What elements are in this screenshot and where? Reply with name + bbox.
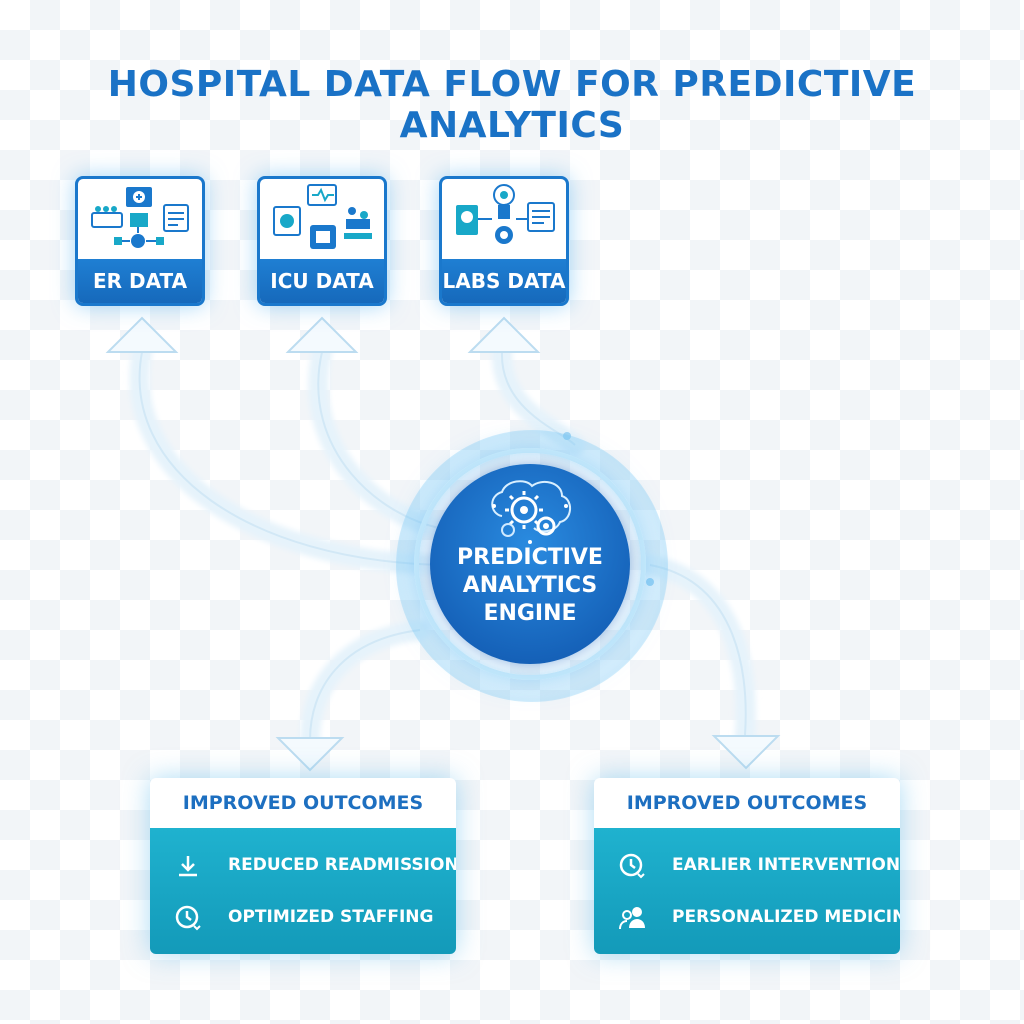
arrowhead-out-left bbox=[275, 737, 345, 772]
outcome-item: REDUCED READMISSIONS bbox=[174, 850, 456, 882]
outcome-item-label: OPTIMIZED STAFFING bbox=[228, 907, 434, 927]
outcome-item: OPTIMIZED STAFFING bbox=[174, 902, 454, 934]
arrowhead-er bbox=[105, 316, 179, 353]
clock-icon bbox=[619, 853, 645, 879]
source-card-labs[interactable]: LABS DATA bbox=[439, 176, 569, 306]
clock-icon bbox=[175, 905, 201, 931]
outcome-heading: IMPROVED OUTCOMES bbox=[182, 792, 424, 814]
outcome-card-left: IMPROVED OUTCOMES REDUCED READMISSIONS O… bbox=[150, 778, 456, 954]
source-card-icu[interactable]: ICU DATA bbox=[257, 176, 387, 306]
source-card-er[interactable]: ER DATA bbox=[75, 176, 205, 306]
engine-label-line: PREDICTIVE bbox=[457, 545, 603, 570]
page-title: HOSPITAL DATA FLOW FOR PREDICTIVE ANALYT… bbox=[107, 64, 917, 146]
source-label: ICU DATA bbox=[260, 259, 384, 303]
outcome-card-right: IMPROVED OUTCOMES EARLIER INTERVENTION P… bbox=[594, 778, 900, 954]
predictive-analytics-engine[interactable]: PREDICTIVE ANALYTICS ENGINE bbox=[430, 464, 630, 664]
arrowhead-out-right bbox=[711, 735, 781, 770]
arrowhead-icu bbox=[285, 316, 359, 353]
outcome-item-label: EARLIER INTERVENTION bbox=[672, 855, 900, 875]
source-label: ER DATA bbox=[78, 259, 202, 303]
flow-path-er bbox=[129, 342, 450, 575]
source-label: LABS DATA bbox=[442, 259, 566, 303]
er-dashboard-icon bbox=[91, 187, 189, 248]
engine-label-line: ENGINE bbox=[483, 601, 577, 626]
arrowhead-labs bbox=[467, 316, 541, 353]
outcome-item: EARLIER INTERVENTION bbox=[618, 850, 900, 882]
engine-ring bbox=[414, 448, 646, 680]
brain-gears-icon bbox=[491, 480, 571, 544]
download-arrow-icon bbox=[179, 856, 197, 877]
engine-label-line: ANALYTICS bbox=[462, 573, 598, 598]
icu-monitor-icon bbox=[273, 184, 372, 249]
outcome-item: PERSONALIZED MEDICINE bbox=[618, 902, 900, 934]
outcome-heading: IMPROVED OUTCOMES bbox=[626, 792, 868, 814]
outcome-item-label: PERSONALIZED MEDICINE bbox=[672, 907, 900, 927]
lab-analysis-icon bbox=[456, 184, 555, 244]
people-icon bbox=[619, 907, 645, 930]
outcome-item-label: REDUCED READMISSIONS bbox=[228, 855, 456, 875]
